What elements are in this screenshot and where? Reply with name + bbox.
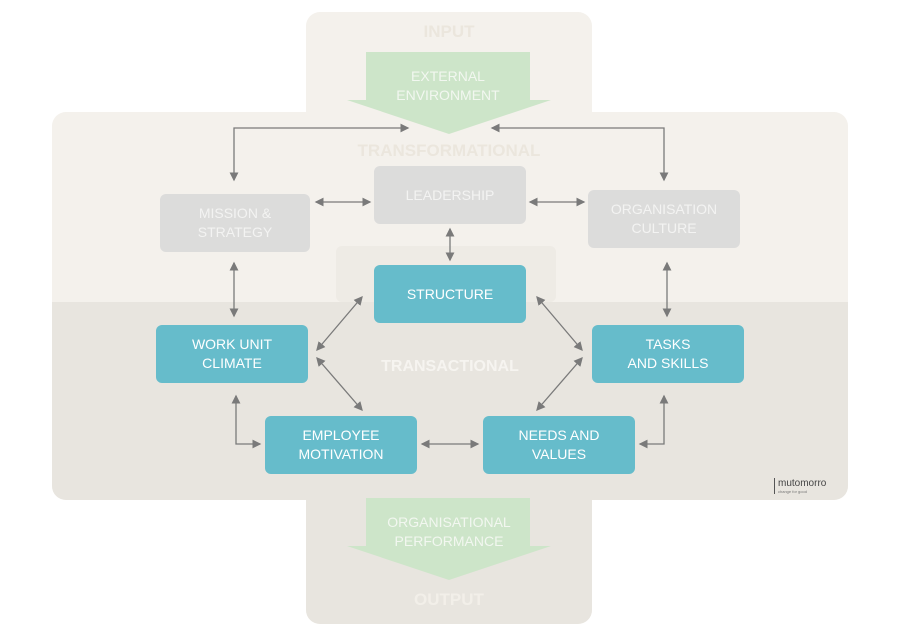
tasks-skills-box: TASKS AND SKILLS: [592, 325, 744, 383]
connector-tasks-needs-side: [638, 394, 669, 449]
structure-box: STRUCTURE: [374, 265, 526, 323]
output-label: OUTPUT: [414, 590, 484, 609]
connector-external-culture: [490, 123, 669, 182]
transactional-band: [52, 302, 848, 624]
connector-structure-climate: [316, 295, 363, 352]
mission-strategy-box: MISSION & STRATEGY: [160, 194, 310, 252]
input-label: INPUT: [423, 22, 475, 41]
logo-tagline: change for good: [778, 489, 807, 494]
organisational-performance-arrow: [347, 498, 551, 580]
transactional-label: TRANSACTIONAL: [381, 358, 519, 375]
leadership-box: LEADERSHIP: [374, 166, 526, 224]
organisation-culture-box: ORGANISATION CULTURE: [588, 190, 740, 248]
needs-values-box: NEEDS AND VALUES: [483, 416, 635, 474]
mutomorro-logo: mutomorro change for good: [774, 478, 842, 494]
transformational-label: TRANSFORMATIONAL: [357, 141, 541, 160]
organisational-performance-text: ORGANISATIONAL PERFORMANCE: [387, 514, 511, 549]
connector-structure-tasks: [536, 295, 583, 352]
external-environment-arrow: [347, 52, 551, 134]
work-unit-climate-box: WORK UNIT CLIMATE: [156, 325, 308, 383]
external-environment-text: EXTERNAL ENVIRONMENT: [396, 68, 500, 103]
connector-external-mission: [229, 123, 410, 182]
connector-tasks-needs: [536, 356, 583, 412]
logo-name: mutomorro: [778, 478, 827, 489]
employee-motivation-box: EMPLOYEE MOTIVATION: [265, 416, 417, 474]
connector-climate-motivation: [316, 356, 363, 412]
connector-climate-motivation-side: [231, 394, 262, 449]
